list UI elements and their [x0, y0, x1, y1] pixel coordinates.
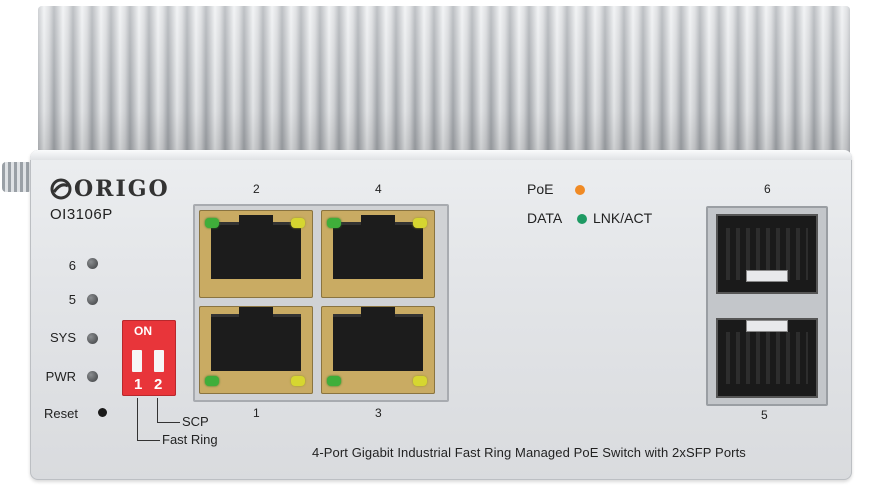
dip-number-1: 1	[134, 376, 143, 393]
rj45-jack	[333, 307, 423, 371]
activity-led-yellow	[291, 218, 305, 228]
link-led-green	[327, 218, 341, 228]
rj45-port-3[interactable]	[321, 306, 435, 394]
lnk-act-legend-label: LNK/ACT	[593, 210, 653, 226]
link-led-green	[205, 376, 219, 386]
data-legend-dot	[577, 214, 587, 224]
reset-label: Reset	[44, 406, 78, 421]
front-panel-edge	[30, 150, 852, 160]
rj45-port-1[interactable]	[199, 306, 313, 394]
scp-leader-line	[157, 398, 180, 423]
activity-led-yellow	[291, 376, 305, 386]
sfp-latch-bottom	[746, 320, 788, 332]
led-label-5: 5	[68, 292, 76, 307]
origo-logo-icon	[50, 178, 72, 200]
link-led-green	[205, 218, 219, 228]
activity-led-yellow	[413, 376, 427, 386]
poe-legend-label: PoE	[527, 181, 554, 197]
rj45-jack	[211, 215, 301, 279]
port-number-2: 2	[253, 182, 260, 196]
led-label-pwr: PWR	[45, 369, 76, 384]
dip-switch[interactable]: ON 1 2	[122, 320, 176, 396]
heatsink-shading	[38, 6, 850, 156]
dip-on-label: ON	[134, 324, 152, 338]
led-pwr	[87, 371, 98, 382]
fast-ring-leader-line	[137, 398, 160, 441]
sfp-latch-top	[746, 270, 788, 282]
brand-logo: ORIGO	[50, 176, 170, 202]
dip-switch-2-toggle[interactable]	[154, 350, 164, 372]
led-label-6: 6	[68, 258, 76, 273]
rj45-port-4[interactable]	[321, 210, 435, 298]
led-6	[87, 258, 98, 269]
reset-button[interactable]	[98, 408, 107, 417]
model-number: OI3106P	[50, 206, 113, 223]
rj45-jack	[211, 307, 301, 371]
led-sys	[87, 333, 98, 344]
led-5	[87, 294, 98, 305]
port-number-3: 3	[375, 406, 382, 420]
brand-name: ORIGO	[74, 176, 170, 202]
port-number-4: 4	[375, 182, 382, 196]
heatsink-fins	[38, 6, 850, 156]
link-led-green	[327, 376, 341, 386]
led-label-sys: SYS	[49, 330, 76, 345]
rj45-port-block	[193, 204, 449, 402]
scp-label: SCP	[182, 414, 209, 429]
data-legend-label: DATA	[527, 210, 563, 226]
poe-legend-dot	[575, 185, 585, 195]
sfp-port-6[interactable]	[716, 214, 818, 294]
activity-led-yellow	[413, 218, 427, 228]
mounting-screw	[2, 162, 32, 192]
rj45-jack	[333, 215, 423, 279]
dip-number-2: 2	[154, 376, 163, 393]
sfp-port-block	[706, 206, 828, 406]
port-number-6: 6	[764, 182, 771, 196]
port-number-5: 5	[761, 408, 768, 422]
port-number-1: 1	[253, 406, 260, 420]
product-description: 4-Port Gigabit Industrial Fast Ring Mana…	[312, 445, 746, 460]
dip-switch-1-toggle[interactable]	[132, 350, 142, 372]
fast-ring-label: Fast Ring	[162, 432, 218, 447]
rj45-port-2[interactable]	[199, 210, 313, 298]
